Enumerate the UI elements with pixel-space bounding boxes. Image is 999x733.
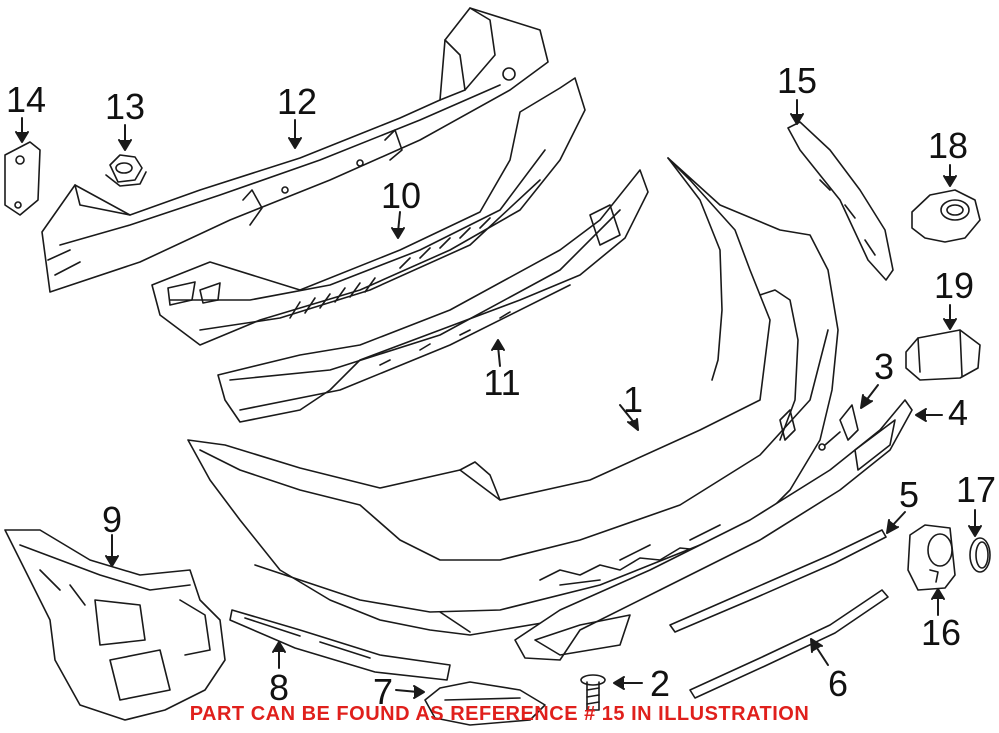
part-2-screw xyxy=(580,674,606,711)
part-14-bracket xyxy=(4,141,41,216)
callout-5: 5 xyxy=(898,474,920,515)
callout-16: 16 xyxy=(920,612,962,653)
part-3-clip xyxy=(818,404,859,451)
callout-2: 2 xyxy=(649,663,671,704)
callout-9: 9 xyxy=(101,499,123,540)
callout-10: 10 xyxy=(380,175,422,216)
part-16-sensor-bracket xyxy=(907,524,956,591)
part-11-foam-absorber xyxy=(217,169,649,423)
part-12-reinforcement-bar xyxy=(41,7,549,293)
part-13-nut xyxy=(105,154,147,187)
part-4-diffuser xyxy=(514,399,913,661)
callout-18: 18 xyxy=(927,125,969,166)
part-15-side-trim xyxy=(787,121,894,281)
callout-13: 13 xyxy=(104,86,146,127)
callout-19: 19 xyxy=(933,265,975,306)
callout-1: 1 xyxy=(622,379,644,420)
part-19-sensor-holder xyxy=(905,329,981,381)
reference-caption: PART CAN BE FOUND AS REFERENCE # 15 IN I… xyxy=(189,703,810,725)
callout-14: 14 xyxy=(5,79,47,120)
callout-15: 15 xyxy=(776,60,818,101)
callout-11: 11 xyxy=(483,362,521,403)
callout-7: 7 xyxy=(372,671,394,712)
part-10-absorber xyxy=(151,77,586,346)
part-9-side-bracket xyxy=(4,529,226,721)
callout-12: 12 xyxy=(276,81,318,122)
callout-3: 3 xyxy=(873,346,895,387)
callout-6: 6 xyxy=(827,663,849,704)
part-8-trim-strip xyxy=(229,609,451,681)
leader-lines xyxy=(15,99,982,699)
part-6-strip xyxy=(689,589,889,699)
part-18-sensor xyxy=(911,189,981,243)
part-7-reflector xyxy=(424,681,546,726)
callout-8: 8 xyxy=(268,667,290,708)
callout-4: 4 xyxy=(947,392,969,433)
callout-17: 17 xyxy=(955,469,997,510)
part-17-ring xyxy=(969,537,991,573)
part-5-strip xyxy=(669,529,887,633)
